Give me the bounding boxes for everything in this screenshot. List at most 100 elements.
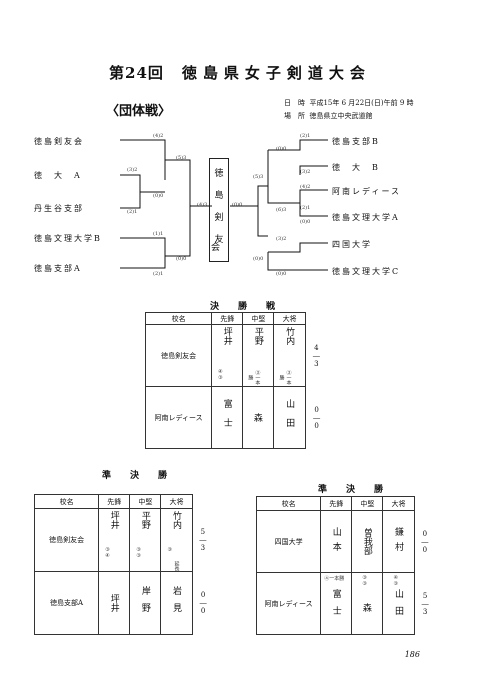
col-header: 先鋒: [320, 496, 353, 511]
score: (5)3: [176, 155, 187, 161]
place-label: 場 所: [284, 112, 305, 120]
player: 森: [362, 604, 372, 614]
title-prefix: 第24回: [109, 64, 164, 82]
semi2-table: 校名 先鋒 中堅 大将 四国大学 山本 曽我部 鎌村 0 ― 0 阿南レディース…: [255, 496, 436, 635]
col-header: 校名: [144, 312, 213, 325]
col-header: 先鋒: [211, 312, 244, 325]
page-title: 第24回徳島県女子剣道大会: [0, 62, 480, 83]
col-header: 先鋒: [98, 494, 131, 509]
right-team-3: 阿南レディース: [332, 187, 402, 196]
date-label: 日 時: [284, 99, 305, 107]
extension-note: 延長: [173, 561, 180, 571]
left-team-5: 徳島支部A: [34, 264, 82, 273]
player: 岸野: [139, 586, 150, 620]
section-heading: 〈団体戦〉: [106, 104, 172, 119]
col-header: 中堅: [351, 496, 384, 511]
player: 坪井: [221, 327, 232, 345]
point-note: ③ ④: [105, 547, 110, 559]
champion-char: 島: [214, 191, 224, 201]
score: (0)0: [276, 271, 287, 277]
score: (0)0: [276, 146, 287, 152]
point-note: ④一本勝: [324, 576, 345, 582]
point-note: ③一本勝: [278, 370, 292, 385]
col-header: 校名: [255, 496, 322, 511]
score: (0)0: [176, 256, 187, 262]
point-note: ③ ③: [362, 575, 367, 587]
point-note: ④ ③: [218, 369, 223, 381]
score: (3)2: [276, 236, 287, 242]
col-header: 大将: [160, 494, 193, 509]
player: 平野: [139, 511, 150, 529]
champion-box: 徳 島 剣 友: [209, 158, 229, 262]
right-team-6: 徳島文理大学C: [332, 267, 401, 276]
match-result: 0 ― 0: [199, 591, 207, 615]
left-team-4: 徳島文理大学B: [34, 234, 102, 243]
point-note: ③: [167, 547, 172, 553]
player: 山田: [284, 398, 295, 437]
player: 森: [253, 414, 263, 424]
col-header: 中堅: [242, 312, 275, 325]
match-result: 0 ― 0: [421, 529, 429, 554]
score: (0)0: [300, 219, 311, 225]
team-name: 阿南レディース: [144, 386, 213, 449]
match-result: 0 ― 0: [313, 405, 321, 430]
point-note: ③一本勝: [247, 370, 261, 385]
col-header: 大将: [382, 496, 415, 511]
score: (2)1: [300, 133, 311, 139]
score: (3)2: [127, 167, 138, 173]
score: (4)2: [300, 184, 311, 190]
player: 坪井: [108, 594, 119, 612]
right-team-4: 徳島文理大学A: [332, 213, 400, 222]
player: 岩見: [171, 586, 182, 620]
team-name: 徳島剣友会: [144, 324, 213, 387]
score: (1)1: [153, 231, 164, 237]
date-row: 日 時 平成15年 6 月22日(日)午前 9 時: [284, 98, 414, 108]
score: (2)1: [300, 205, 311, 211]
right-team-5: 四国大学: [332, 240, 372, 249]
champion-char-last: 会: [211, 243, 221, 253]
team-name: 徳島剣友会: [33, 508, 100, 572]
score: (4)2: [153, 133, 164, 139]
left-team-3: 丹生谷支部: [34, 204, 84, 213]
player: 富士: [330, 589, 341, 623]
team-name: 四国大学: [255, 510, 322, 573]
col-header: 大将: [273, 312, 306, 325]
player: 竹内: [284, 327, 295, 345]
title-name: 徳島県女子剣道大会: [181, 64, 371, 82]
semi1-table: 校名 先鋒 中堅 大将 徳島剣友会 坪井 ③ ④ 平野 ③ ③ 竹内 ③ 延長 …: [33, 494, 214, 635]
score: (0)0: [153, 193, 164, 199]
semi2-heading: 準 決 勝: [318, 485, 389, 495]
place-row: 場 所 徳島県立中央武道館: [284, 111, 372, 121]
team-name: 徳島支部A: [33, 571, 100, 635]
date-value: 平成15年 6 月22日(日)午前 9 時: [309, 99, 414, 107]
score: (2)1: [153, 271, 164, 277]
semi1-heading: 準 決 勝: [102, 471, 173, 481]
left-team-1: 徳島剣友会: [34, 137, 84, 146]
place-value: 徳島県立中央武道館: [309, 112, 373, 120]
match-result: 4 ― 3: [312, 343, 320, 368]
score: (0)0: [232, 202, 243, 208]
team-name: 阿南レディース: [255, 572, 322, 635]
player: 平野: [252, 327, 263, 345]
right-team-2: 徳 大 B: [332, 163, 380, 172]
score: (6)3: [276, 207, 287, 213]
col-header: 中堅: [129, 494, 162, 509]
page-number: 186: [404, 650, 420, 659]
player: 山本: [330, 526, 341, 557]
player: 山田: [393, 589, 404, 623]
score: (0)0: [253, 256, 264, 262]
match-result: 5 ― 3: [421, 591, 429, 616]
score: (2)1: [127, 209, 138, 215]
final-table: 校名 先鋒 中堅 大将 徳島剣友会 坪井 ④ ③ 平野 ③一本勝 竹内 ③一本勝…: [144, 312, 328, 449]
right-team-1: 徳島支部B: [332, 137, 380, 146]
player: 竹内: [171, 511, 182, 529]
player: 坪井: [108, 511, 119, 529]
point-note: ④ ③: [393, 575, 398, 587]
champion-char: 徳: [214, 169, 224, 179]
score: (5)3: [253, 174, 264, 180]
point-note: ③ ③: [136, 547, 141, 559]
champion-char: 剣: [214, 213, 224, 223]
player: 鎌村: [393, 526, 404, 557]
player: 曽我部: [361, 528, 372, 555]
col-header: 校名: [33, 494, 100, 509]
